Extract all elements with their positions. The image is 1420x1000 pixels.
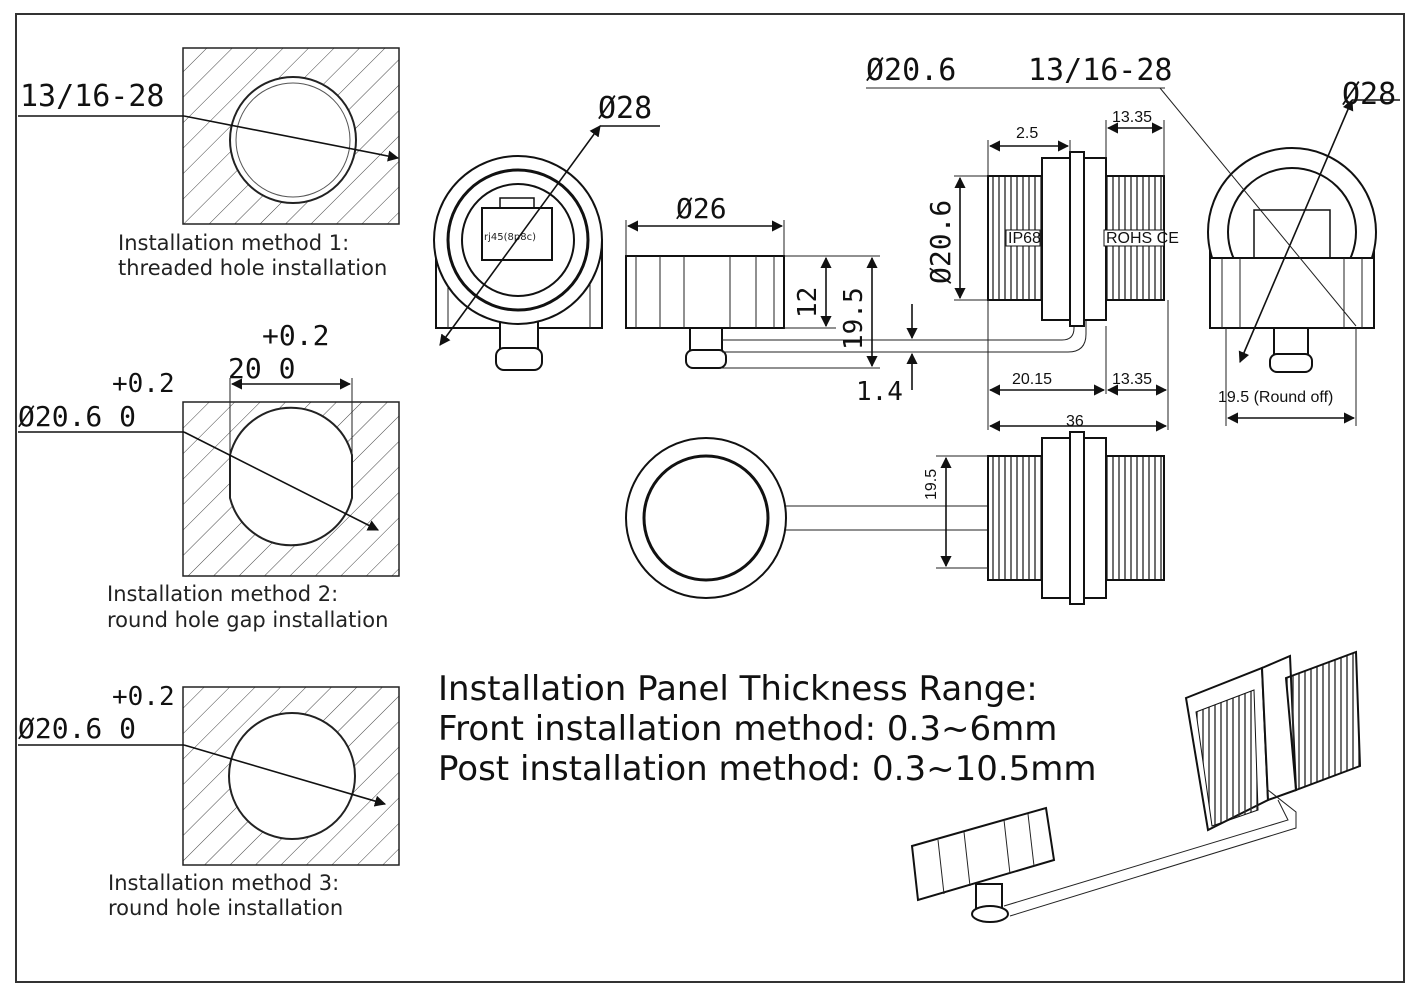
method-1-desc: threaded hole installation: [118, 256, 387, 280]
method-1-threaded-hole: [229, 76, 357, 204]
end-view-round-off: 19.5 (Round off): [1218, 389, 1333, 406]
front-view-diameter: Ø28: [598, 91, 652, 126]
panel-thickness-block: Installation Panel Thickness Range: Fron…: [438, 669, 1097, 789]
method-2-title: Installation method 2:: [107, 582, 338, 606]
bottom-height-195: 19.5: [923, 469, 940, 500]
cap-height-12: 12: [793, 287, 823, 318]
method-2-width-tol: +0.2: [262, 319, 329, 352]
cap-side-view: Ø26 12 19.5 1.4: [625, 192, 1087, 407]
body-dim-36: 36: [1066, 413, 1084, 430]
panel-heading: Installation Panel Thickness Range:: [438, 669, 1038, 709]
body-top-diameter: Ø20.6: [866, 53, 956, 88]
method-2-desc: round hole gap installation: [107, 608, 388, 632]
body-dim-25: 2.5: [1016, 125, 1038, 142]
method-3-tol: +0.2: [112, 682, 175, 712]
method-1-thread-callout: 13/16-28: [20, 79, 165, 114]
end-view-diameter: Ø28: [1342, 77, 1396, 112]
rj45-label: rj45(8p8c): [484, 232, 536, 243]
end-view: Ø28 19.5 (Round off): [1159, 77, 1400, 426]
body-mark-rohs: ROHS CE: [1106, 230, 1179, 247]
method-3-title: Installation method 3:: [108, 871, 339, 895]
method-2-callout: Ø20.6 0: [18, 400, 136, 433]
isometric-view: [910, 650, 1362, 923]
panel-post: Post installation method: 0.3~10.5mm: [438, 749, 1097, 789]
cap-diameter: Ø26: [676, 192, 727, 225]
method-1-title: Installation method 1:: [118, 231, 349, 255]
body-side-view: Ø20.6 13/16-28 IP68 ROHS CE 2.5 13.35 Ø2…: [866, 53, 1179, 432]
bottom-view: 19.5: [625, 431, 1165, 605]
method-3-block: +0.2 Ø20.6 0 Installation method 3: roun…: [18, 682, 400, 920]
front-view: rj45(8p8c) Ø28: [433, 91, 660, 371]
body-dim-2015: 20.15: [1012, 371, 1052, 388]
method-2-width-val: 20 0: [228, 352, 295, 385]
method-3-desc: round hole installation: [108, 896, 343, 920]
drawing-frame: [15, 13, 1405, 983]
body-vert-diameter: Ø20.6: [924, 200, 957, 284]
body-mark-ip: IP68: [1008, 230, 1041, 247]
panel-front: Front installation method: 0.3~6mm: [438, 709, 1057, 749]
method-2-tol: +0.2: [112, 369, 175, 399]
method-2-gap-hole: [229, 406, 353, 547]
method-3-callout: Ø20.6 0: [18, 712, 136, 745]
body-dim-1335-top: 13.35: [1112, 109, 1152, 126]
cap-body: [625, 255, 785, 329]
body-dim-1335-bot: 13.35: [1112, 371, 1152, 388]
method-1-block: 13/16-28 Installation method 1: threaded…: [18, 47, 400, 280]
method-2-block: +0.2 20 0 +0.2 Ø20.6 0 Installation meth…: [18, 319, 400, 632]
body-thread: 13/16-28: [1028, 53, 1173, 88]
cap-gap-14: 1.4: [856, 377, 903, 407]
cap-height-195: 19.5: [839, 287, 869, 350]
